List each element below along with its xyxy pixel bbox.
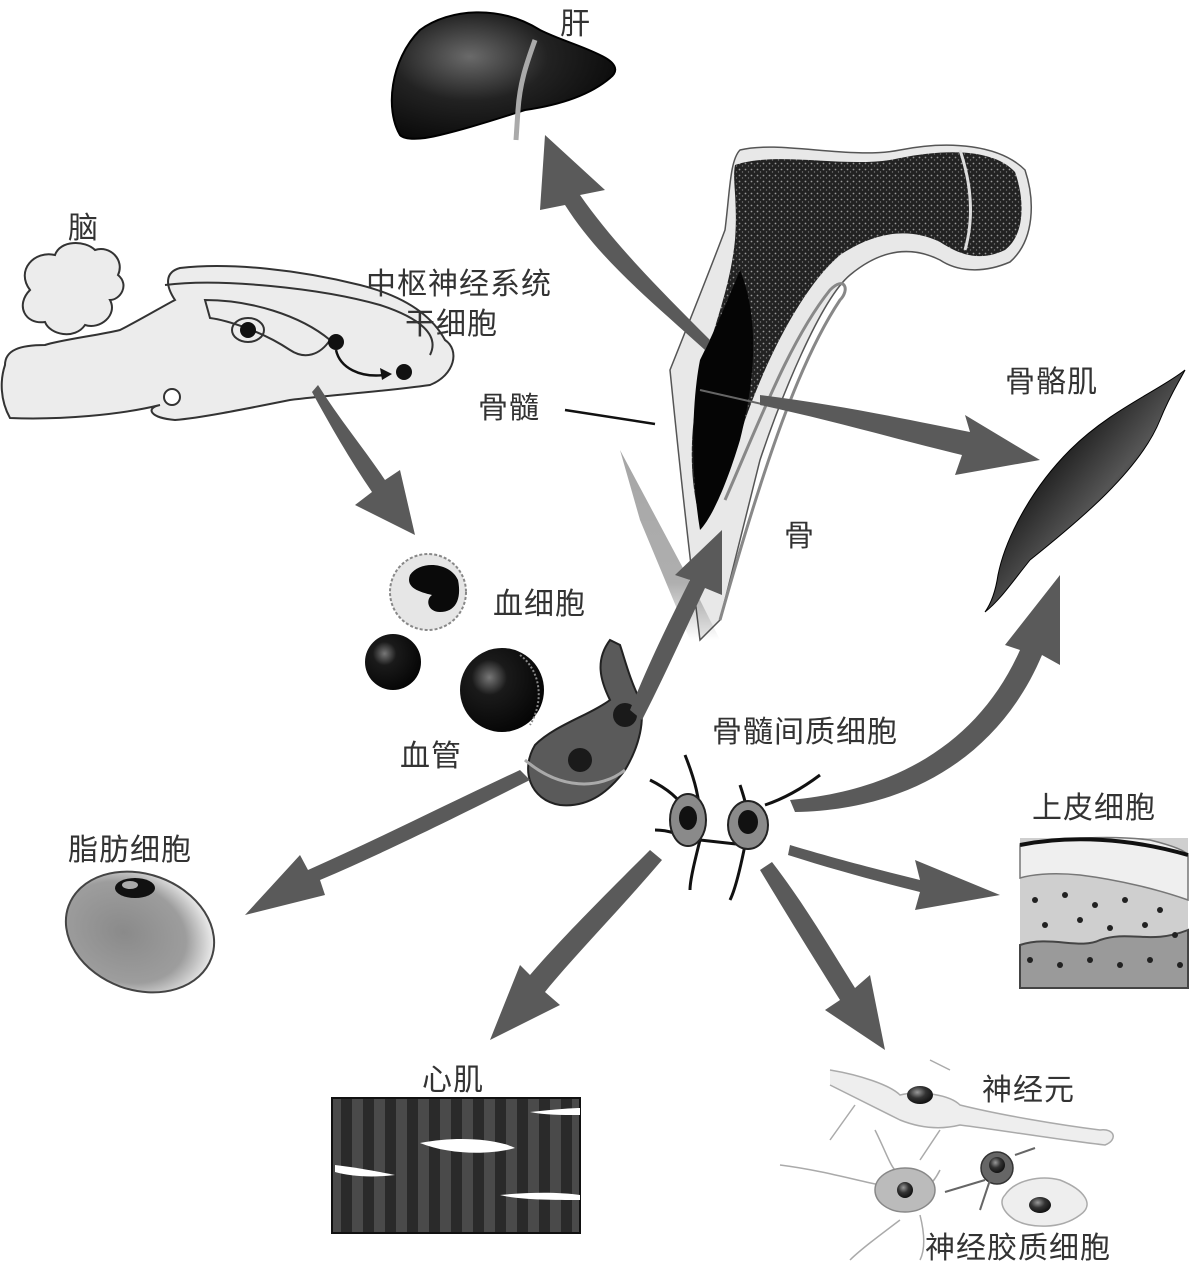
arrow-msc-to-neuron — [760, 862, 885, 1050]
epithelial-illustration — [1019, 836, 1189, 989]
neuron-illustration — [829, 1059, 1114, 1161]
label-bone-marrow-stromal-cell: 骨髓间质细胞 — [712, 715, 898, 750]
arrow-msc-to-epithelial — [788, 845, 1000, 910]
label-cns-stem-cell-line1: 中枢神经系统 — [366, 267, 552, 302]
label-blood-cells: 血细胞 — [493, 587, 586, 622]
arrow-to-liver — [540, 135, 710, 350]
label-neuron: 神经元 — [982, 1073, 1075, 1108]
arrow-to-skeletal-muscle — [760, 395, 1040, 475]
label-epithelial-cell: 上皮细胞 — [1032, 791, 1156, 826]
label-bone-marrow: 骨髓 — [478, 391, 540, 426]
arrow-vessel-to-bone — [630, 530, 722, 720]
adipocyte-illustration — [64, 870, 216, 994]
liver-illustration — [390, 11, 617, 141]
arrow-msc-to-skeletal-muscle — [790, 575, 1060, 812]
blood-cells-illustration — [365, 553, 544, 732]
arrow-msc-to-cardiac — [490, 850, 662, 1040]
label-cns-stem-cell-line2: 干细胞 — [405, 307, 498, 342]
arrow-vessel-to-adipocyte — [245, 770, 530, 915]
arrows — [245, 135, 1060, 1050]
brain-illustration — [0, 242, 455, 422]
bone-illustration — [564, 144, 1032, 642]
arrow-brain-to-blood-cells — [312, 385, 415, 535]
cardiac-muscle-illustration — [331, 1097, 581, 1234]
label-blood-vessel: 血管 — [400, 739, 462, 774]
label-bone: 骨 — [784, 519, 815, 554]
skeletal-muscle-illustration — [984, 369, 1186, 613]
label-adipocyte: 脂肪细胞 — [68, 833, 192, 868]
label-skeletal-muscle: 骨骼肌 — [1005, 365, 1098, 400]
blood-vessel-illustration — [524, 638, 643, 807]
label-glial-cell: 神经胶质细胞 — [925, 1231, 1111, 1266]
label-cardiac-muscle: 心肌 — [422, 1063, 484, 1098]
glia-illustration — [779, 1129, 1088, 1261]
label-brain: 脑 — [68, 211, 99, 246]
label-liver: 肝 — [560, 7, 591, 42]
msc-cells — [669, 793, 769, 850]
